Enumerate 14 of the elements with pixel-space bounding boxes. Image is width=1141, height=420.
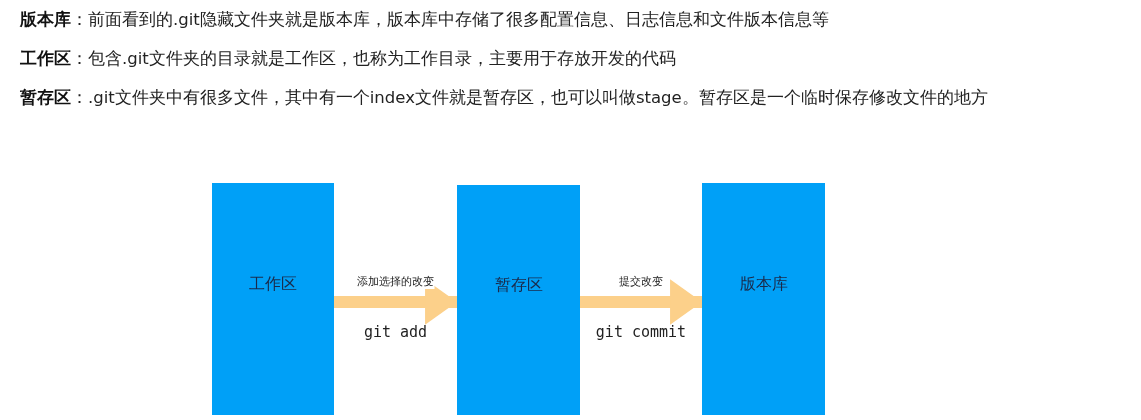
area-box: [212, 183, 334, 415]
command-text: git add: [363, 323, 428, 341]
area-box: [702, 183, 825, 415]
area-box: [457, 185, 580, 415]
definition-text: 工作区：包含.git文件夹的目录就是工作区，也称为工作目录，主要用于存放开发的代码: [20, 48, 677, 70]
edge-label: 添加选择的改变: [357, 274, 434, 289]
definition-text: 版本库：前面看到的.git隐藏文件夹就是版本库，版本库中存储了很多配置信息、日志信息和文件版本信息等: [20, 9, 830, 31]
box-label: 工作区: [249, 273, 297, 295]
definition-text: 暂存区：.git文件夹中有很多文件，其中有一个index文件就是暂存区，也可以叫做stage。暂存区是一个临时保存修改文件的地方: [20, 87, 989, 109]
arrow: [580, 279, 702, 325]
box-label: 暂存区: [494, 274, 543, 296]
edge-label: 提交改变: [619, 274, 663, 289]
command-text: git commit: [595, 323, 687, 341]
box-label: 版本库: [739, 273, 788, 295]
